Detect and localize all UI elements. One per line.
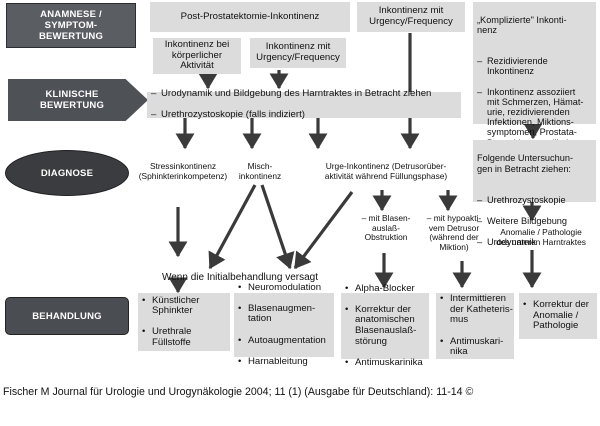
arrow-misch-to-initial-right — [260, 184, 295, 270]
diagnose-mischinkontinenz: Misch- inkontinenz — [238, 161, 282, 181]
box-post-prostatektomie: Post-Prostatektomie-Inkontinenz — [150, 2, 350, 32]
diagnose-urge-inkontinenz: Urge-Inkontinenz (Detrusorüber- aktivitä… — [324, 161, 448, 181]
further-title: Folgende Untersuchun- gen in Betracht zi… — [477, 153, 574, 174]
treatment-box-anomalie: Korrektur der Anomalie / Pathologie — [519, 293, 597, 339]
label-initialbehandlung-versagt: Wenn die Initialbehandlung versagt — [161, 272, 319, 283]
treatment-list: Korrektur der Anomalie / Pathologie — [523, 290, 589, 343]
connector-layer — [168, 33, 543, 294]
list-item: Weitere Bildgebung — [477, 216, 573, 227]
diagnose-hypoaktiver-detrusor: – mit hypoakti- vem Detrusor (während de… — [426, 213, 482, 252]
box-koerperlich: Inkontinenz bei körperlicher Aktivität — [153, 38, 241, 74]
flowchart-diagram: ANAMNESE / SYMPTOM- BEWERTUNG KLINISCHE … — [0, 0, 600, 385]
box-weitere-untersuchungen: Folgende Untersuchun- gen in Betracht zi… — [473, 140, 596, 247]
arrow-misch-to-initial — [208, 184, 257, 270]
treatment-list: Alpha-Blocker Korrektur der anatomischen… — [345, 273, 423, 379]
list-item: Intermittieren der Katheteris- mus — [440, 293, 513, 326]
box-urgency-mid: Inkontinenz mit Urgency/Frequency — [250, 38, 346, 68]
list-item: Künstlicher Sphinkter — [142, 295, 199, 317]
treatment-list: Intermittieren der Katheteris- mus Antim… — [440, 284, 513, 369]
stage-behandlung: BEHANDLUNG — [5, 297, 129, 335]
diagnose-stressinkontinenz: Stressinkontinenz (Sphinkterinkompetenz) — [138, 161, 228, 181]
list-item: Urodynamik — [477, 237, 573, 248]
list-item: Antimuskari- nika — [440, 336, 513, 358]
arrow-urge-to-initial — [293, 191, 354, 270]
list-item: Alpha-Blocker — [345, 283, 423, 295]
list-item: Urodynamik und Bildgebung des Harntrakte… — [151, 89, 431, 100]
list-item: Urethrozystoskopie (falls indiziert) — [151, 110, 431, 121]
list-item: Urethrozystoskopie — [477, 195, 573, 206]
komplizierte-title: „Komplizierte" Inkonti- nenz — [477, 15, 567, 36]
treatment-box-hypoaktiv: Intermittieren der Katheteris- mus Antim… — [436, 293, 514, 359]
stage-anamnese: ANAMNESE / SYMPTOM- BEWERTUNG — [6, 3, 136, 48]
box-klinische-untersuchung: Urodynamik und Bildgebung des Harntrakte… — [147, 89, 461, 120]
list-item: Autoaugmentation — [238, 335, 326, 347]
list-item: Urethrale Füllstoffe — [142, 326, 199, 348]
diagnose-blasenauslass-obstruktion: – mit Blasen- auslaß- Obstruktion — [361, 213, 411, 243]
treatment-box-misch: Neuromodulation Blasenaugmen- tation Aut… — [234, 282, 334, 367]
treatment-list: Neuromodulation Blasenaugmen- tation Aut… — [238, 272, 326, 378]
stage-klinische-bewertung: KLINISCHE BEWERTUNG — [8, 79, 148, 121]
list-item: Neuromodulation — [238, 282, 326, 294]
box-urgency-top: Inkontinenz mit Urgency/Frequency — [357, 2, 465, 32]
treatment-box-stress: Künstlicher Sphinkter Urethrale Füllstof… — [138, 293, 230, 351]
stage-diagnose: DIAGNOSE — [5, 150, 129, 196]
clinical-list: Urodynamik und Bildgebung des Harntrakte… — [151, 79, 431, 132]
further-list: Urethrozystoskopie Weitere Bildgebung Ur… — [477, 185, 573, 258]
list-item: Rezidivierende Inkontinenz — [477, 56, 584, 76]
list-item: Korrektur der anatomischen Blasenauslaß-… — [345, 304, 423, 347]
box-komplizierte-inkontinenz: „Komplizierte" Inkonti- nenz Rezidiviere… — [473, 2, 596, 158]
list-item: Harnableitung — [238, 356, 326, 368]
treatment-box-blasenauslass: Alpha-Blocker Korrektur der anatomischen… — [341, 283, 429, 368]
treatment-list: Künstlicher Sphinkter Urethrale Füllstof… — [142, 285, 199, 359]
diagnose-anomalie-pathologie: Anomalie / Pathologie des unteren Harntr… — [496, 227, 586, 247]
citation-text: Fischer M Journal für Urologie und Urogy… — [3, 386, 474, 398]
list-item: Korrektur der Anomalie / Pathologie — [523, 299, 589, 332]
list-item: Antimuskarinika — [345, 357, 423, 369]
list-item: Blasenaugmen- tation — [238, 303, 326, 325]
